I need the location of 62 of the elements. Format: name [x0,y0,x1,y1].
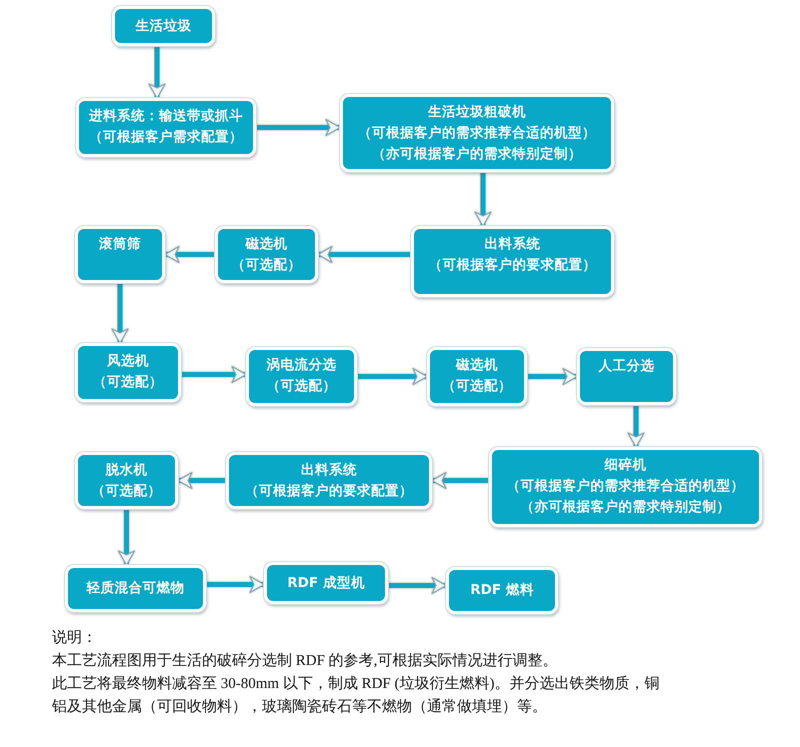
step-title: 风选机 [107,352,149,371]
process-box [411,226,614,297]
arrow [627,405,645,448]
step-title: 涡电流分选 [266,356,336,375]
step-title: 细碎机 [604,456,646,475]
step-note: （可根据客户的要求配置） [245,482,413,501]
arrow [431,472,489,490]
process-box [446,567,558,614]
arrow [256,118,341,136]
process-box [226,452,432,509]
arrow [118,509,136,566]
process-box [75,343,181,402]
step-note: （可根据客户的需求推荐合适的机型） [506,477,744,496]
step-note: （可选配） [232,256,302,275]
arrow [181,366,247,384]
step-title: 生活垃圾粗破机 [428,103,526,122]
process-box [427,347,527,406]
process-box [340,94,614,172]
step-title: 脱水机 [106,461,148,480]
process-box [75,226,165,283]
arrow [317,246,411,264]
arrow [527,368,578,386]
step-title: 生活垃圾 [136,16,192,36]
process-box [489,447,762,527]
step-title: 人工分选 [598,357,654,376]
step-note: （可选配） [92,482,162,501]
arrow [357,368,428,386]
note-paragraph: 本工艺流程图用于生活的破碎分选制 RDF 的参考,可根据实际情况进行调整。 [52,651,558,671]
process-box [75,452,178,509]
notes-heading: 说明： [52,628,98,648]
arrow [474,172,492,227]
note-paragraph: 此工艺将最终物料减容至 30-80mm 以下，制成 RDF (垃圾衍生燃料)。并分选出铁类物质，铜铝及其他金属（可回收物料），玻璃陶瓷砖石等不燃物（通常做填埋）等。 [52,674,660,717]
step-title: 轻质混合可燃物 [86,579,184,598]
process-box [264,562,388,604]
process-box [112,6,215,46]
arrow [148,46,166,99]
process-box [577,348,676,405]
process-box [65,565,206,612]
arrow [111,283,129,344]
step-note: （可根据客户的需求推荐合适的机型） [358,124,596,143]
step-note: （可选配） [93,373,163,392]
process-box [246,347,357,406]
step-title: 滚筒筛 [99,235,141,254]
step-note: （可根据客户需求配置） [89,128,243,147]
step-note: （可选配） [266,377,336,396]
step-title: 进料系统：输送带或抓斗 [89,107,243,126]
step-title: 出料系统 [484,235,540,254]
step-title: 磁选机 [456,356,498,375]
arrow [206,576,265,594]
step-note: （亦可根据客户的需求特别定制） [372,145,582,164]
process-box [215,226,318,283]
arrow [164,246,215,264]
process-box [76,98,256,157]
step-note: （可选配） [442,377,512,396]
step-title: 磁选机 [246,235,288,254]
step-title: RDF 成型机 [287,574,365,592]
step-title: RDF 燃料 [470,581,534,600]
step-title: 出料系统 [301,461,357,480]
arrow [388,576,447,594]
step-note: （亦可根据客户的需求特别定制） [520,498,730,517]
step-note: （可根据客户的要求配置） [428,256,596,275]
arrow [177,472,226,490]
